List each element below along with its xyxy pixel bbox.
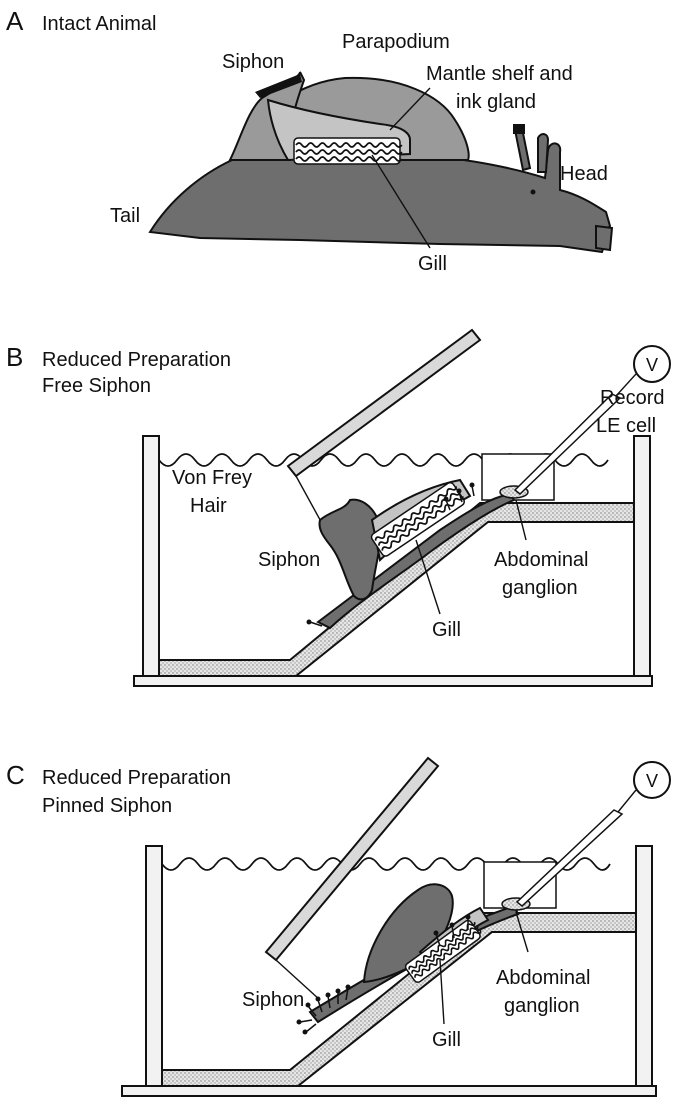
tank-left-wall-c [145,845,163,1087]
mantle-leader-a [389,87,431,131]
tank-base-b [133,675,653,687]
voltmeter-b [633,345,671,383]
panel-b: B Reduced Preparation Free Siphon [6,328,671,687]
ganglion-leader-c [515,911,529,953]
panel-a-letter: A [6,6,24,36]
label-siphon-a: Siphon [222,51,284,73]
electrode-b [513,393,622,495]
gill-c [404,919,483,983]
label-abdominal-c-1: Abdominal [496,967,591,989]
tank-base-c [121,1085,657,1097]
label-parapodium: Parapodium [342,31,450,53]
rhinophore [513,126,532,172]
intact-animal-drawing [148,71,614,254]
panel-c-title-line2: Pinned Siphon [42,795,172,817]
label-gill-b: Gill [432,619,461,641]
panel-c: C Reduced Preparation Pinned Siphon [6,756,671,1097]
pins-c [296,914,471,1035]
label-abdominal-c-2: ganglion [504,995,580,1017]
label-von-frey-2: Hair [190,495,227,517]
label-record-2: LE cell [596,415,656,437]
pins-b [306,482,475,627]
label-mantle-2: ink gland [456,91,536,113]
label-mantle-1: Mantle shelf and [426,63,573,85]
label-tail: Tail [110,205,140,227]
panel-c-letter: C [6,760,25,790]
panel-c-title-line1: Reduced Preparation [42,767,231,789]
voltmeter-label-c: V [646,771,658,791]
panel-a: A Intact Animal [6,6,614,275]
label-abdominal-b-2: ganglion [502,577,578,599]
panel-b-letter: B [6,342,23,372]
gill-leader-a [371,154,431,249]
label-abdominal-b-1: Abdominal [494,549,589,571]
electrode-wire-b [615,373,637,397]
panel-b-title-line2: Free Siphon [42,375,151,397]
head-lobe [595,224,614,252]
label-siphon-c: Siphon [242,989,304,1011]
label-record-1: Record [600,387,664,409]
panel-a-title: Intact Animal [42,13,157,35]
label-von-frey-1: Von Frey [172,467,252,489]
gill-leader-b [415,539,441,615]
rhinophore-2 [537,133,550,173]
label-gill-c: Gill [432,1029,461,1051]
siphon-tip [255,74,302,98]
electrode-wire-c [617,789,637,813]
von-frey-hair-c [275,959,321,1001]
panel-b-title-line1: Reduced Preparation [42,349,231,371]
ramp-c [161,912,637,1087]
electrode-c [515,809,624,907]
gill-leader-c [439,959,445,1025]
tank-right-wall-c [635,845,653,1087]
ganglion-leader-b [515,499,527,541]
von-frey-rod-b [286,328,482,478]
eye [530,189,536,195]
label-head: Head [560,163,608,185]
voltmeter-c [633,761,671,799]
voltmeter-label-b: V [646,355,658,375]
label-siphon-b: Siphon [258,549,320,571]
siphon-b [318,498,382,601]
tank-right-wall-b [633,435,651,677]
rhinophore-tip [513,124,525,134]
label-gill-a: Gill [418,253,447,275]
von-frey-rod-c [264,756,440,962]
tank-left-wall-b [142,435,160,677]
